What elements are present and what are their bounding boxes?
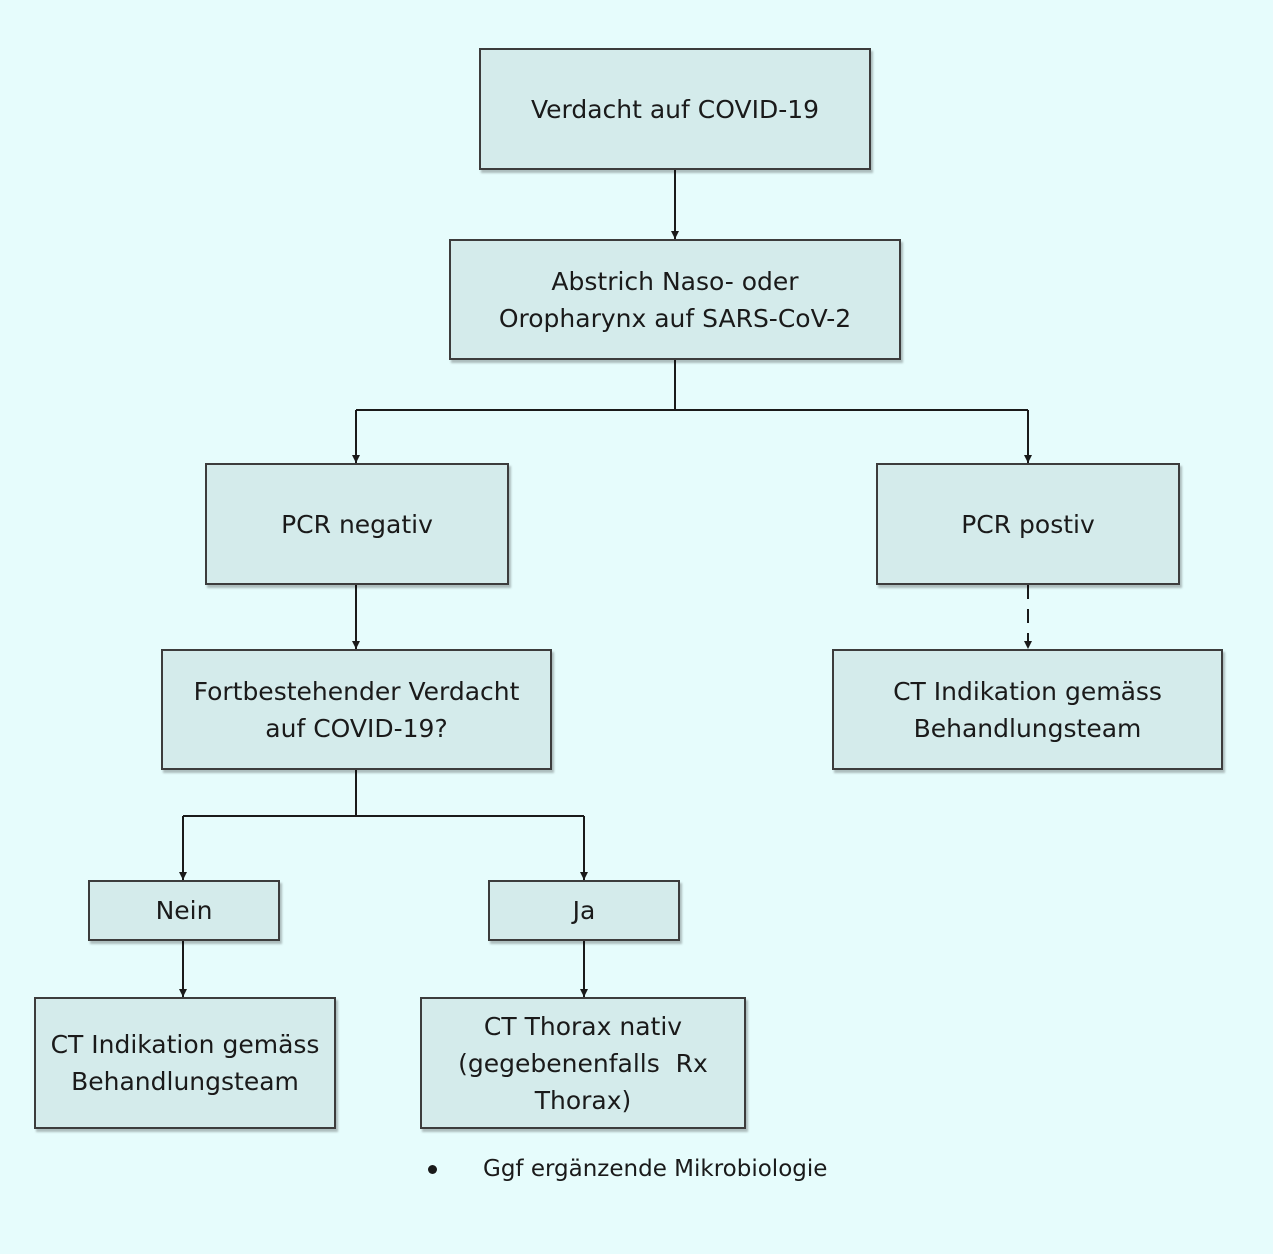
node-ja-label: Ja (572, 896, 596, 925)
node-ct-indikation-rechts-line1: CT Indikation gemäss (893, 676, 1162, 706)
node-ct-indikation-links-line2: Behandlungsteam (71, 1067, 299, 1096)
bullet-icon (428, 1164, 437, 1174)
node-nein: Nein (88, 880, 280, 941)
node-nein-label: Nein (155, 896, 213, 925)
node-ct-indikation-rechts-line2: Behandlungsteam (913, 713, 1142, 743)
node-ct-indikation-links-line1: CT Indikation gemäss (50, 1030, 320, 1059)
node-ct-thorax: CT Thorax nativ (gegebenenfalls Rx Thora… (420, 997, 746, 1129)
node-ct-indikation-rechts: CT Indikation gemäss Behandlungsteam (832, 649, 1223, 770)
node-pcr-negativ: PCR negativ (205, 463, 509, 585)
node-abstrich-line2: Oropharynx auf SARS-CoV-2 (498, 303, 852, 333)
footnote-text: Ggf ergänzende Mikrobiologie (483, 1156, 828, 1182)
node-fortbestehend-line1: Fortbestehender Verdacht (193, 676, 520, 706)
node-abstrich: Abstrich Naso- oder Oropharynx auf SARS-… (449, 239, 901, 360)
node-fortbestehend-line2: auf COVID-19? (265, 713, 448, 743)
node-ct-thorax-line3: Thorax) (534, 1085, 632, 1115)
node-ja: Ja (488, 880, 680, 941)
node-ct-indikation-links: CT Indikation gemäss Behandlungsteam (34, 997, 336, 1129)
node-ct-thorax-line1: CT Thorax nativ (483, 1011, 683, 1041)
node-pcr-negativ-label: PCR negativ (281, 509, 433, 539)
node-verdacht: Verdacht auf COVID-19 (479, 48, 871, 170)
node-abstrich-line1: Abstrich Naso- oder (551, 266, 799, 296)
node-pcr-positiv: PCR postiv (876, 463, 1180, 585)
node-pcr-positiv-label: PCR postiv (961, 509, 1095, 539)
node-verdacht-label: Verdacht auf COVID-19 (530, 94, 820, 124)
node-ct-thorax-line2: (gegebenenfalls Rx (458, 1048, 708, 1078)
footnote: Ggf ergänzende Mikrobiologie (428, 1156, 827, 1182)
node-fortbestehend: Fortbestehender Verdacht auf COVID-19? (161, 649, 552, 770)
